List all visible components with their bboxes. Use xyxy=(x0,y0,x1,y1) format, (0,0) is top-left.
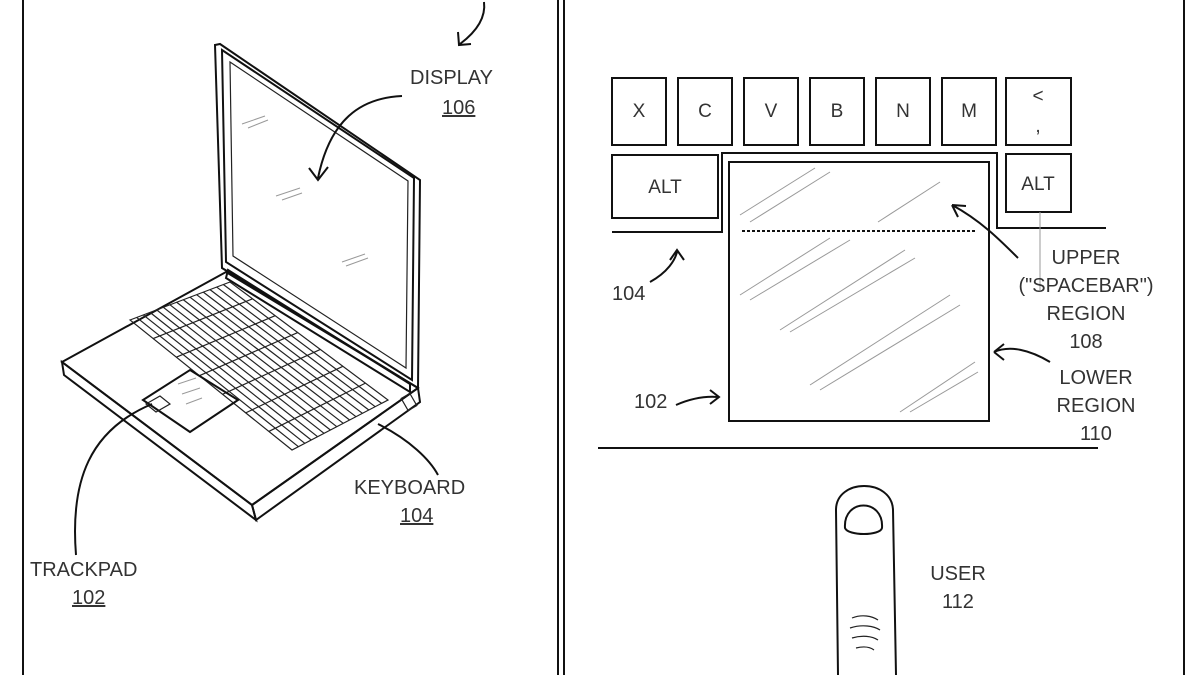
key-m[interactable]: M xyxy=(941,77,997,146)
lower-region-label: LOWER REGION 110 xyxy=(1057,367,1136,445)
svg-text:V: V xyxy=(765,101,778,122)
laptop-illustration xyxy=(60,42,422,523)
keyboard-leader-line xyxy=(377,423,439,476)
svg-text:USER: USER xyxy=(930,563,986,585)
svg-text:108: 108 xyxy=(1069,331,1102,353)
trackpad-area xyxy=(141,368,240,434)
display-screen xyxy=(229,60,409,370)
key-b[interactable]: B xyxy=(809,77,865,146)
trackpad-label: TRACKPAD xyxy=(30,559,137,581)
trackpad-leader-line xyxy=(74,403,153,556)
svg-text:X: X xyxy=(633,101,646,122)
left-panel-border xyxy=(22,0,559,675)
user-finger xyxy=(834,485,897,675)
svg-text:B: B xyxy=(831,101,844,122)
svg-text:110: 110 xyxy=(1080,423,1112,445)
svg-text:REGION: REGION xyxy=(1057,395,1136,417)
key-x[interactable]: X xyxy=(611,77,667,146)
trackpad-ref: 102 xyxy=(72,587,105,609)
keyboard-label: KEYBOARD xyxy=(354,477,465,499)
display-ref: 106 xyxy=(442,97,475,119)
right-panel-border xyxy=(563,0,1185,675)
keyboard-ref-label: 104 xyxy=(612,283,645,305)
svg-text:<: < xyxy=(1032,86,1043,107)
keyboard-outline xyxy=(612,152,1106,233)
trackpad[interactable] xyxy=(728,161,990,422)
svg-text:N: N xyxy=(896,101,910,122)
key-row: X C V B N M < , xyxy=(611,77,1072,146)
display-label: DISPLAY xyxy=(410,67,493,89)
upper-region-label: UPPER ("SPACEBAR") REGION 108 xyxy=(1019,247,1154,353)
key-c[interactable]: C xyxy=(677,77,733,146)
key-v[interactable]: V xyxy=(743,77,799,146)
trackpad-ref-arrow xyxy=(675,389,721,406)
display-leader-arrow xyxy=(308,95,403,182)
user-label: USER 112 xyxy=(930,563,986,613)
keyboard-ref-arrow xyxy=(649,248,685,283)
lower-region-arrow xyxy=(993,343,1051,363)
svg-text:UPPER: UPPER xyxy=(1052,247,1121,269)
svg-text:LOWER: LOWER xyxy=(1059,367,1132,389)
key-comma[interactable]: < , xyxy=(1005,77,1072,146)
trackpad-ref-label: 102 xyxy=(634,391,667,413)
trackpad-texture xyxy=(739,167,979,413)
key-n[interactable]: N xyxy=(875,77,931,146)
svg-text:("SPACEBAR"): ("SPACEBAR") xyxy=(1019,275,1154,297)
svg-text:112: 112 xyxy=(942,591,974,613)
key-alt-left[interactable]: ALT xyxy=(611,154,719,219)
svg-text:ALT: ALT xyxy=(648,177,682,198)
laptop-keys xyxy=(136,284,382,448)
svg-text:C: C xyxy=(698,101,712,122)
key-alt-right[interactable]: ALT xyxy=(1005,153,1072,213)
svg-text:REGION: REGION xyxy=(1047,303,1126,325)
keyboard-ref: 104 xyxy=(400,505,433,527)
svg-text:M: M xyxy=(961,101,977,122)
figure-arrow xyxy=(457,1,486,47)
svg-text:ALT: ALT xyxy=(1021,174,1055,195)
svg-text:,: , xyxy=(1035,116,1040,137)
upper-region-arrow xyxy=(951,204,1019,259)
